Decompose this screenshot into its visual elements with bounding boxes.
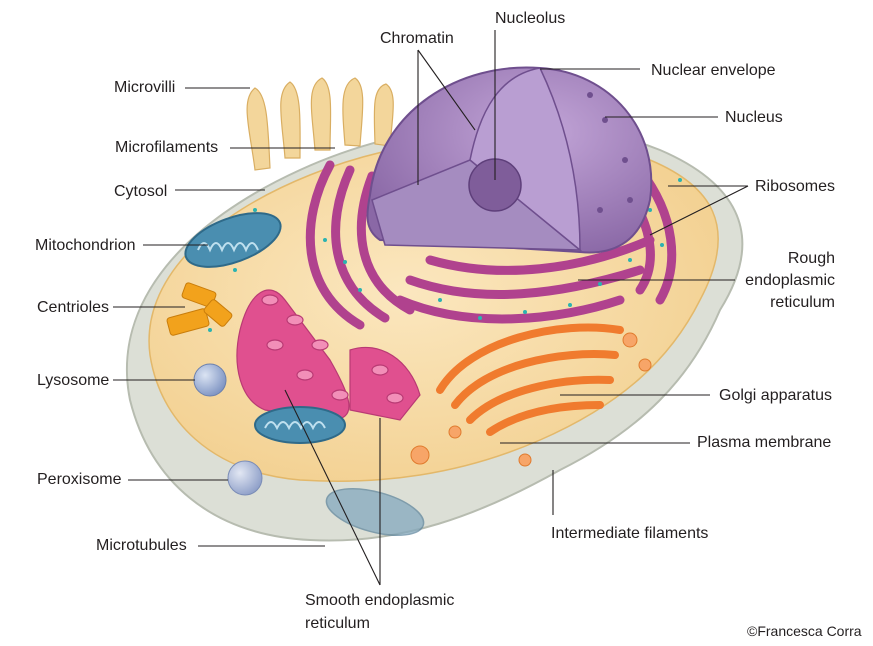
nucleus	[366, 66, 653, 254]
label-rough-er: Rough endoplasmic reticulum	[715, 249, 835, 312]
leader-lines	[113, 30, 749, 586]
label-mitochondrion: Mitochondrion	[35, 237, 136, 254]
mitochondrion-lower	[254, 406, 346, 444]
label-rough-er-line1: Rough	[787, 250, 835, 267]
label-microvilli: Microvilli	[114, 79, 176, 96]
label-peroxisome: Peroxisome	[37, 471, 122, 488]
label-smooth-er: Smooth endoplasmic reticulum	[305, 591, 454, 633]
golgi-vesicles	[410, 332, 652, 467]
label-golgi-apparatus: Golgi apparatus	[719, 387, 832, 404]
smooth-er	[236, 289, 421, 421]
microvilli	[246, 77, 394, 171]
label-smooth-er-line2: reticulum	[305, 615, 370, 632]
label-centrioles: Centrioles	[37, 299, 110, 316]
label-cytosol: Cytosol	[114, 183, 168, 200]
rough-er	[305, 160, 677, 330]
lysosome-body	[193, 363, 227, 397]
label-rough-er-line3: reticulum	[770, 294, 835, 311]
label-chromatin: Chromatin	[380, 30, 454, 47]
label-nucleolus: Nucleolus	[495, 10, 566, 27]
label-smooth-er-line1: Smooth endoplasmic	[305, 592, 455, 609]
mitochondrion-upper	[184, 212, 282, 268]
label-rough-er-line2: endoplasmic	[745, 272, 835, 289]
label-nuclear-envelope: Nuclear envelope	[651, 62, 776, 79]
label-microtubules: Microtubules	[96, 537, 187, 554]
label-ribosomes: Ribosomes	[755, 178, 836, 195]
label-intermediate-filaments: Intermediate filaments	[551, 525, 709, 542]
ribosome-dots	[208, 178, 682, 332]
peroxisome-body	[227, 460, 263, 496]
label-plasma-membrane: Plasma membrane	[697, 434, 832, 451]
label-lysosome: Lysosome	[37, 372, 110, 389]
credit-text: ©Francesca Corra	[747, 623, 862, 639]
centrioles	[166, 282, 233, 336]
nuclear-pores	[587, 92, 633, 213]
label-microfilaments: Microfilaments	[115, 139, 219, 156]
label-nucleus: Nucleus	[725, 109, 783, 126]
golgi-apparatus	[436, 323, 624, 436]
